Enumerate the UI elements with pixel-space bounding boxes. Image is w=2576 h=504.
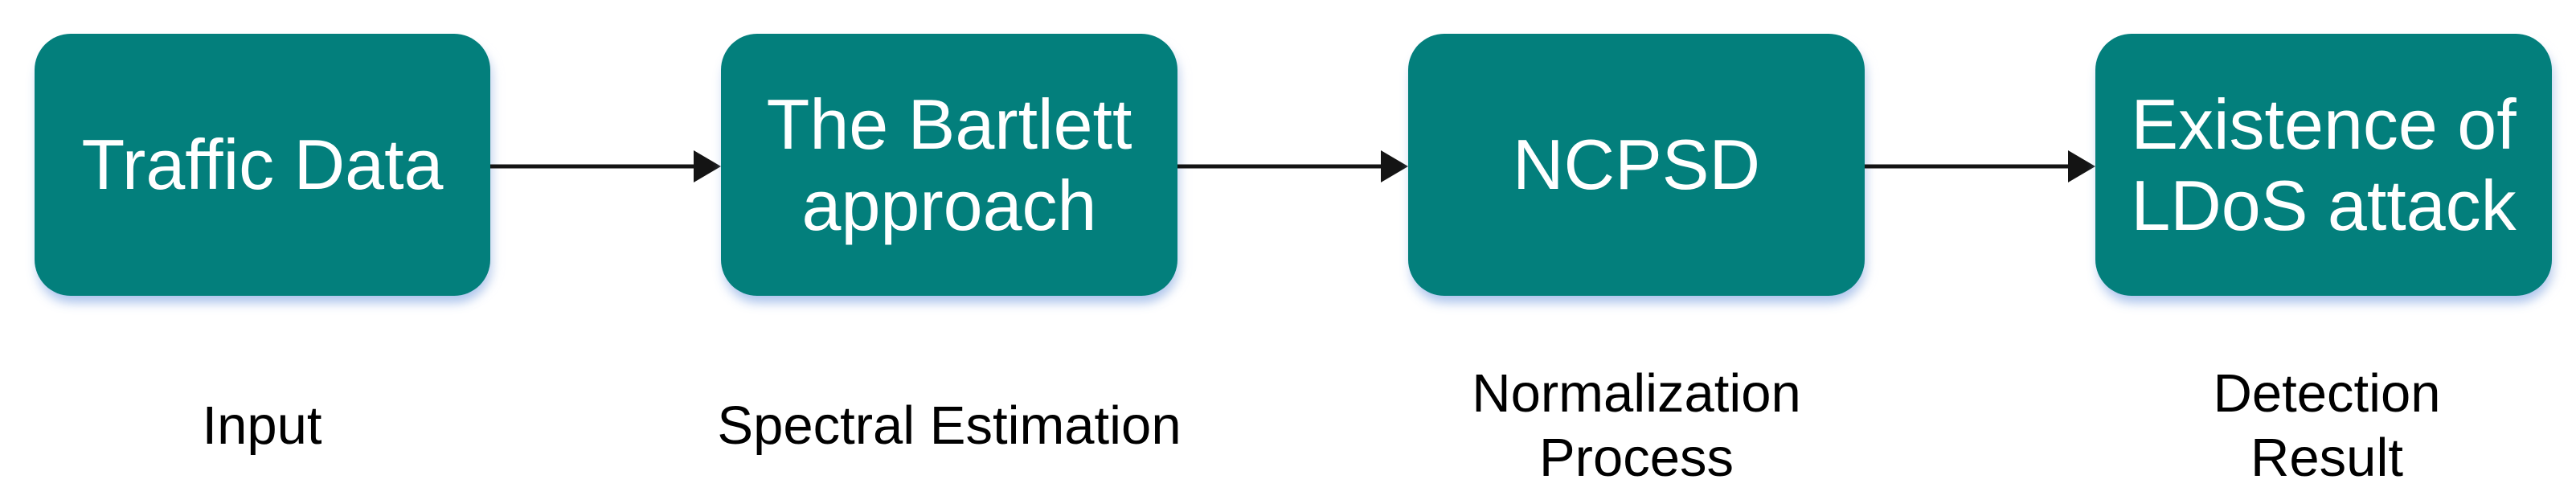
caption-line: Input (202, 395, 322, 456)
node-label-line: LDoS attack (2131, 166, 2517, 245)
node-ldos-existence-label: Existence of LDoS attack (2131, 84, 2516, 246)
caption-line: Normalization (1472, 363, 1801, 424)
arrowhead-icon (694, 150, 721, 182)
flow-arrow-3 (1865, 150, 2095, 182)
node-ncpsd-label: NCPSD (1513, 124, 1760, 205)
node-ncpsd: NCPSD (1408, 34, 1865, 296)
caption-line: Result (2250, 428, 2403, 488)
caption-line: Process (1538, 428, 1734, 488)
caption-normalization-process: Normalization Process (1395, 354, 1878, 498)
caption-input: Input (21, 354, 503, 498)
caption-spectral-estimation: Spectral Estimation (708, 354, 1190, 498)
node-ldos-existence: Existence of LDoS attack (2095, 34, 2552, 296)
node-bartlett-approach-label: The Bartlett approach (767, 84, 1132, 246)
node-bartlett-approach: The Bartlett approach (721, 34, 1177, 296)
node-label-line: Traffic Data (81, 125, 444, 205)
caption-text: Detection Result (2213, 362, 2440, 491)
arrowhead-icon (2068, 150, 2095, 182)
node-label-line: approach (801, 166, 1097, 245)
caption-detection-result: Detection Result (2086, 354, 2568, 498)
node-traffic-data: Traffic Data (35, 34, 490, 296)
node-label-line: The Bartlett (766, 84, 1132, 164)
caption-text: Spectral Estimation (717, 394, 1181, 458)
caption-line: Detection (2213, 363, 2441, 424)
node-label-line: Existence of (2131, 84, 2517, 164)
node-label-line: NCPSD (1512, 125, 1761, 205)
caption-text: Input (202, 394, 321, 458)
caption-text: Normalization Process (1472, 362, 1801, 491)
node-traffic-data-label: Traffic Data (82, 124, 444, 205)
flow-arrow-1 (490, 150, 721, 182)
flow-arrow-2 (1177, 150, 1408, 182)
arrowhead-icon (1381, 150, 1408, 182)
caption-line: Spectral Estimation (717, 395, 1182, 456)
